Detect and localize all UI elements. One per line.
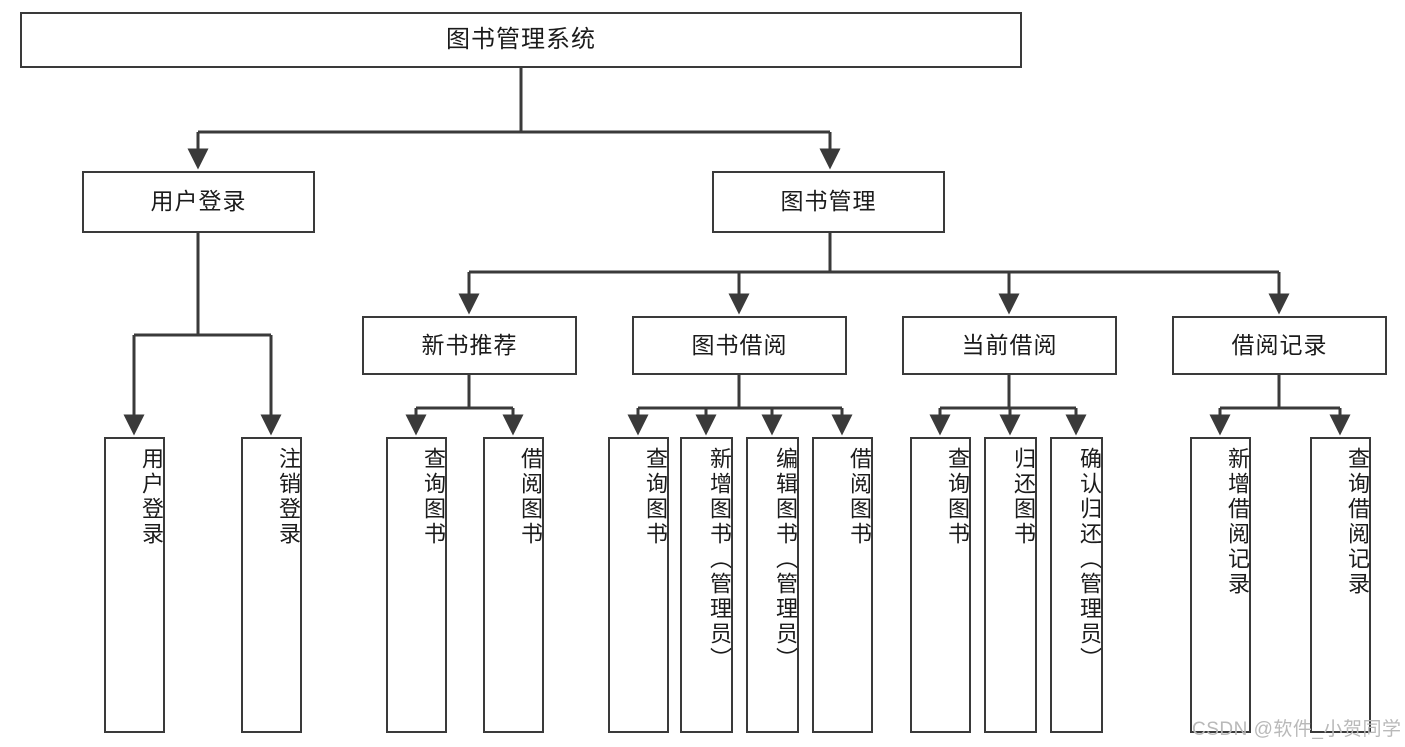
node-leaf-label: 新增借阅记录	[1225, 447, 1250, 597]
node-leaf-return-book[interactable]: 归还图书	[984, 437, 1037, 733]
edge-group-borrow-record	[1209, 375, 1351, 436]
node-user-login[interactable]: 用户登录	[82, 171, 315, 233]
edge-group-current-borrow	[929, 375, 1087, 436]
node-new-book-recommend[interactable]: 新书推荐	[362, 316, 577, 375]
node-leaf-user-login[interactable]: 用户登录	[104, 437, 165, 733]
node-book-management[interactable]: 图书管理	[712, 171, 945, 233]
node-leaf-label: 查询借阅记录	[1345, 447, 1370, 597]
edge-group-new-book-recommend	[405, 375, 524, 436]
node-leaf-label: 查询图书	[421, 447, 446, 547]
node-leaf-edit-book-admin[interactable]: 编辑图书（管理员）	[746, 437, 799, 733]
node-leaf-label: 编辑图书（管理员）	[773, 447, 798, 672]
node-leaf-query-book-recommend[interactable]: 查询图书	[386, 437, 447, 733]
node-current-borrow[interactable]: 当前借阅	[902, 316, 1117, 375]
csdn-watermark: CSDN @软件_小贺同学	[1192, 719, 1402, 740]
node-leaf-label: 注销登录	[276, 447, 301, 547]
node-leaf-add-book-admin[interactable]: 新增图书（管理员）	[680, 437, 733, 733]
node-root-book-management-system[interactable]: 图书管理系统	[20, 12, 1022, 68]
node-leaf-label: 新增图书（管理员）	[707, 447, 732, 672]
node-leaf-borrow-book-recommend[interactable]: 借阅图书	[483, 437, 544, 733]
node-leaf-query-book-current[interactable]: 查询图书	[910, 437, 971, 733]
edge-group-book-manage	[458, 233, 1290, 315]
node-leaf-label: 用户登录	[139, 447, 164, 547]
node-leaf-label: 确认归还（管理员）	[1077, 447, 1102, 672]
node-leaf-label: 查询图书	[945, 447, 970, 547]
node-leaf-confirm-return-admin[interactable]: 确认归还（管理员）	[1050, 437, 1103, 733]
edge-group-book-borrow	[627, 375, 853, 436]
node-leaf-query-borrow-record[interactable]: 查询借阅记录	[1310, 437, 1371, 733]
node-leaf-user-logout[interactable]: 注销登录	[241, 437, 302, 733]
node-leaf-query-book-borrow[interactable]: 查询图书	[608, 437, 669, 733]
node-leaf-label: 查询图书	[643, 447, 668, 547]
node-leaf-label: 归还图书	[1011, 447, 1036, 547]
node-leaf-borrow-book[interactable]: 借阅图书	[812, 437, 873, 733]
node-leaf-add-borrow-record[interactable]: 新增借阅记录	[1190, 437, 1251, 733]
edge-group-user-login	[123, 233, 282, 436]
node-leaf-label: 借阅图书	[847, 447, 872, 547]
node-leaf-label: 借阅图书	[518, 447, 543, 547]
node-book-borrow[interactable]: 图书借阅	[632, 316, 847, 375]
edge-group-root	[187, 68, 841, 170]
node-borrow-record[interactable]: 借阅记录	[1172, 316, 1387, 375]
